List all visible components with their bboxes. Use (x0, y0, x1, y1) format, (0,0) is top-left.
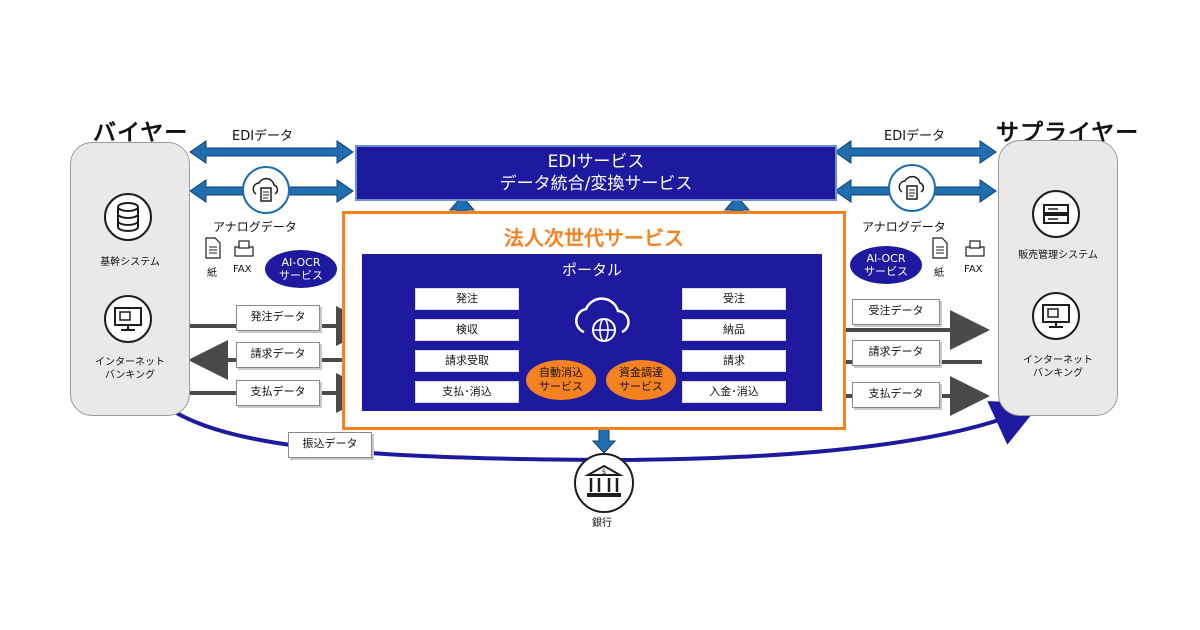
ai-ocr-left-line2: サービス (279, 269, 323, 282)
database-icon (104, 193, 152, 241)
buyer-title: バイヤー (93, 120, 189, 146)
func-delivery[interactable]: 納品 (682, 319, 786, 341)
supplier-box (998, 140, 1118, 416)
auto-reconcile-line1: 自動消込 (539, 366, 583, 379)
func-invoice[interactable]: 請求 (682, 350, 786, 372)
doc-invoice-data-right: 請求データ (852, 340, 940, 366)
funding-line2: サービス (619, 380, 663, 393)
server-icon (1032, 190, 1080, 238)
paper-label-left: 紙 (207, 268, 217, 279)
monitor-icon (104, 295, 152, 343)
ai-ocr-badge-left: AI-OCR サービス (265, 250, 337, 288)
func-deposit-reconcile[interactable]: 入金･消込 (682, 381, 786, 403)
analog-data-label-left: アナログデータ (213, 220, 297, 234)
cloud-globe-icon (568, 288, 638, 352)
edi-arrow-right-top (834, 140, 997, 164)
doc-received-order-data: 受注データ (852, 299, 940, 325)
func-invoice-receipt[interactable]: 請求受取 (415, 350, 519, 372)
edi-service-title: EDIサービス (547, 152, 645, 172)
analog-data-label-right: アナログデータ (862, 220, 946, 234)
corporate-service-title: 法人次世代サービス (504, 226, 684, 250)
auto-reconcile-service[interactable]: 自動消込 サービス (526, 360, 596, 400)
paper-icon-right (932, 237, 948, 263)
supplier-monitor-icon (1032, 292, 1080, 340)
fax-label-right: FAX (964, 264, 983, 275)
func-received-order[interactable]: 受注 (682, 288, 786, 310)
cloud-doc-icon-left (242, 166, 290, 214)
buyer-box (70, 142, 190, 416)
funding-service[interactable]: 資金調達 サービス (606, 360, 676, 400)
fax-icon-right (964, 240, 986, 262)
bank-icon: $ (574, 453, 634, 513)
doc-payment-data-right: 支払データ (852, 382, 940, 408)
doc-payment-data-left: 支払データ (236, 380, 320, 406)
ai-ocr-right-line1: AI-OCR (866, 252, 906, 265)
doc-order-data: 発注データ (236, 305, 320, 331)
edi-service-box: EDIサービス データ統合/変換サービス (355, 145, 837, 201)
edi-service-subtitle: データ統合/変換サービス (499, 174, 693, 194)
svg-text:$: $ (602, 468, 606, 476)
auto-reconcile-line2: サービス (539, 380, 583, 393)
funding-line1: 資金調達 (619, 366, 663, 379)
buyer-internet-banking-label: インターネット バンキング (78, 356, 182, 382)
ai-ocr-right-line2: サービス (864, 265, 908, 278)
ai-ocr-left-line1: AI-OCR (281, 256, 321, 269)
edi-data-label-left: EDIデータ (232, 129, 294, 144)
paper-label-right: 紙 (934, 268, 944, 279)
supplier-internet-banking-line1: インターネット (1023, 355, 1093, 366)
edi-data-label-right: EDIデータ (884, 129, 946, 144)
bank-label: 銀行 (592, 518, 612, 529)
doc-invoice-data-left: 請求データ (236, 342, 320, 368)
fax-label-left: FAX (233, 264, 252, 275)
supplier-internet-banking-line2: バンキング (1032, 368, 1084, 379)
edi-arrow-left-top (189, 140, 354, 164)
doc-transfer-data: 振込データ (288, 432, 372, 458)
sales-system-label: 販売管理システム (1018, 250, 1098, 261)
fax-icon-left (233, 240, 255, 262)
cloud-doc-icon-right (888, 164, 936, 212)
func-payment-reconcile[interactable]: 支払･消込 (415, 381, 519, 403)
core-system-label: 基幹システム (100, 257, 160, 268)
ai-ocr-badge-right: AI-OCR サービス (850, 246, 922, 284)
supplier-internet-banking-label: インターネット バンキング (1006, 354, 1110, 380)
func-inspection[interactable]: 検収 (415, 319, 519, 341)
buyer-internet-banking-line1: インターネット (95, 357, 165, 368)
paper-icon-left (205, 237, 221, 263)
buyer-internet-banking-line2: バンキング (104, 370, 156, 381)
func-order[interactable]: 発注 (415, 288, 519, 310)
portal-title: ポータル (561, 261, 622, 279)
